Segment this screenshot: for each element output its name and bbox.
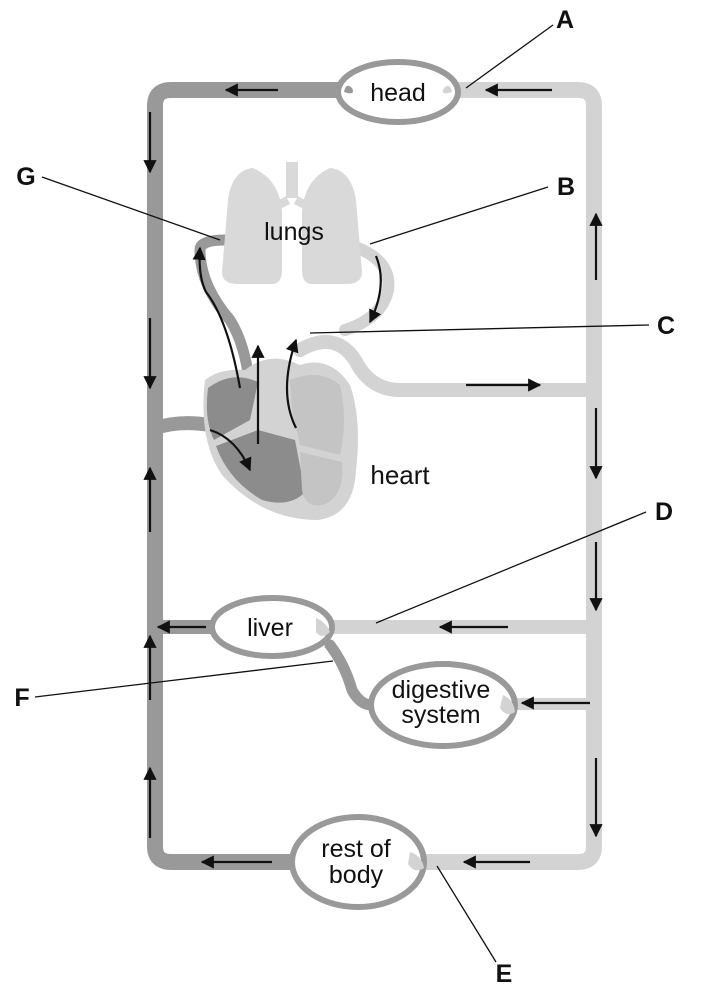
leader-D: [376, 512, 646, 623]
label-G: G: [16, 163, 35, 191]
leader-F: [35, 661, 333, 697]
label-B: B: [557, 173, 575, 201]
rest-label-line2: body: [329, 861, 384, 889]
liver-label: liver: [247, 614, 293, 642]
digestive-label-line2: system: [401, 701, 480, 729]
leader-G: [42, 177, 220, 240]
rest-label-line1: rest of: [321, 835, 391, 863]
vena-cava-inflow: [155, 423, 210, 428]
label-C: C: [657, 312, 675, 340]
lungs-label: lungs: [264, 218, 324, 246]
head-label: head: [370, 79, 426, 107]
hepatic-portal-vein: [330, 645, 372, 705]
label-F: F: [14, 684, 29, 712]
trachea: [286, 162, 298, 198]
leader-E: [437, 866, 496, 962]
label-E: E: [496, 960, 513, 983]
label-D: D: [655, 498, 673, 526]
label-A: A: [556, 6, 574, 34]
digestive-label-line1: digestive: [392, 676, 491, 704]
heart-label: heart: [370, 460, 430, 490]
leader-A: [466, 25, 553, 88]
leader-B: [370, 187, 548, 244]
